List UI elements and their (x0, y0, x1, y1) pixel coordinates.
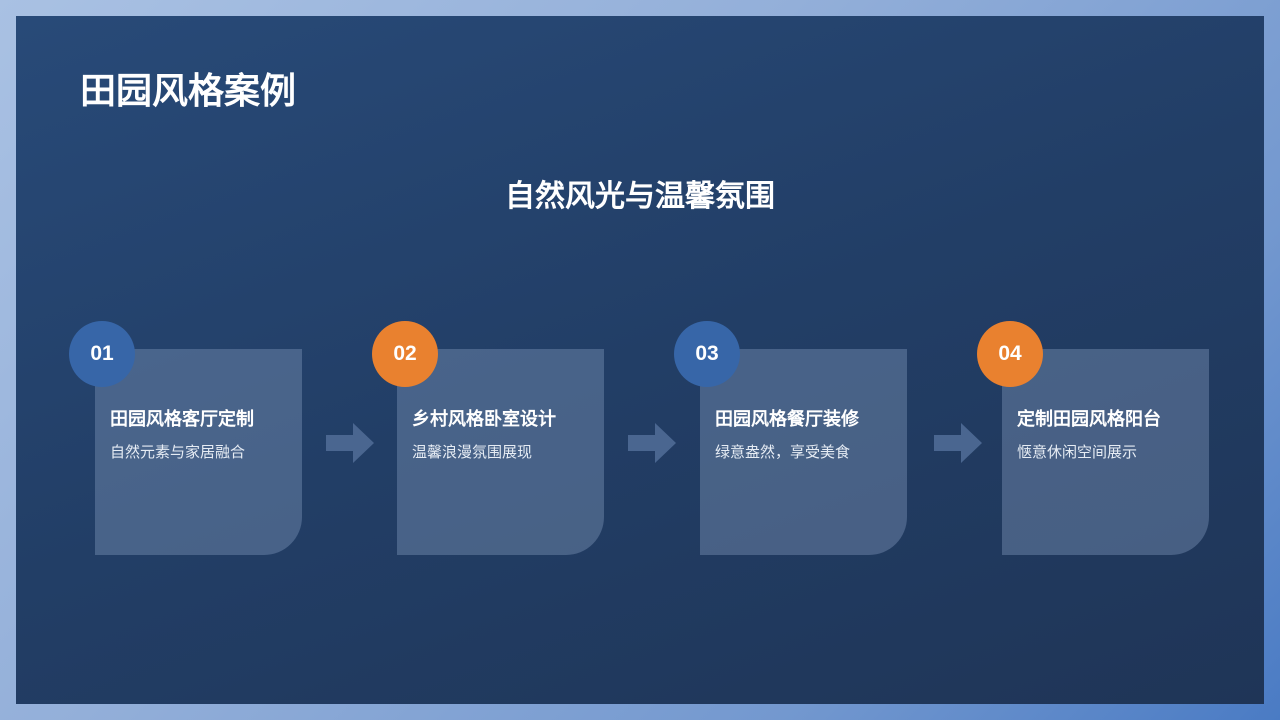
slide-panel: 田园风格案例 自然风光与温馨氛围 田园风格客厅定制 自然元素与家居融合 01 乡… (16, 16, 1264, 704)
step-title: 田园风格客厅定制 (110, 409, 254, 429)
step-card-1: 田园风格客厅定制 自然元素与家居融合 (95, 349, 302, 555)
step-title: 定制田园风格阳台 (1017, 409, 1161, 429)
arrow-right-icon (326, 423, 374, 463)
arrow-right-icon (628, 423, 676, 463)
step-card-2: 乡村风格卧室设计 温馨浪漫氛围展现 (397, 349, 604, 555)
step-card-4: 定制田园风格阳台 惬意休闲空间展示 (1002, 349, 1209, 555)
page-title: 田园风格案例 (80, 70, 297, 111)
section-subtitle: 自然风光与温馨氛围 (505, 180, 775, 213)
step-number-badge: 02 (372, 321, 438, 387)
step-description: 绿意盎然，享受美食 (715, 444, 851, 461)
step-description: 温馨浪漫氛围展现 (412, 444, 533, 461)
step-description: 自然元素与家居融合 (110, 444, 246, 461)
step-title: 乡村风格卧室设计 (412, 409, 556, 429)
step-number-badge: 03 (674, 321, 740, 387)
step-number-badge: 04 (977, 321, 1043, 387)
step-title: 田园风格餐厅装修 (715, 409, 859, 429)
step-number-badge: 01 (69, 321, 135, 387)
arrow-right-icon (934, 423, 982, 463)
step-description: 惬意休闲空间展示 (1017, 444, 1138, 461)
step-card-3: 田园风格餐厅装修 绿意盎然，享受美食 (700, 349, 907, 555)
